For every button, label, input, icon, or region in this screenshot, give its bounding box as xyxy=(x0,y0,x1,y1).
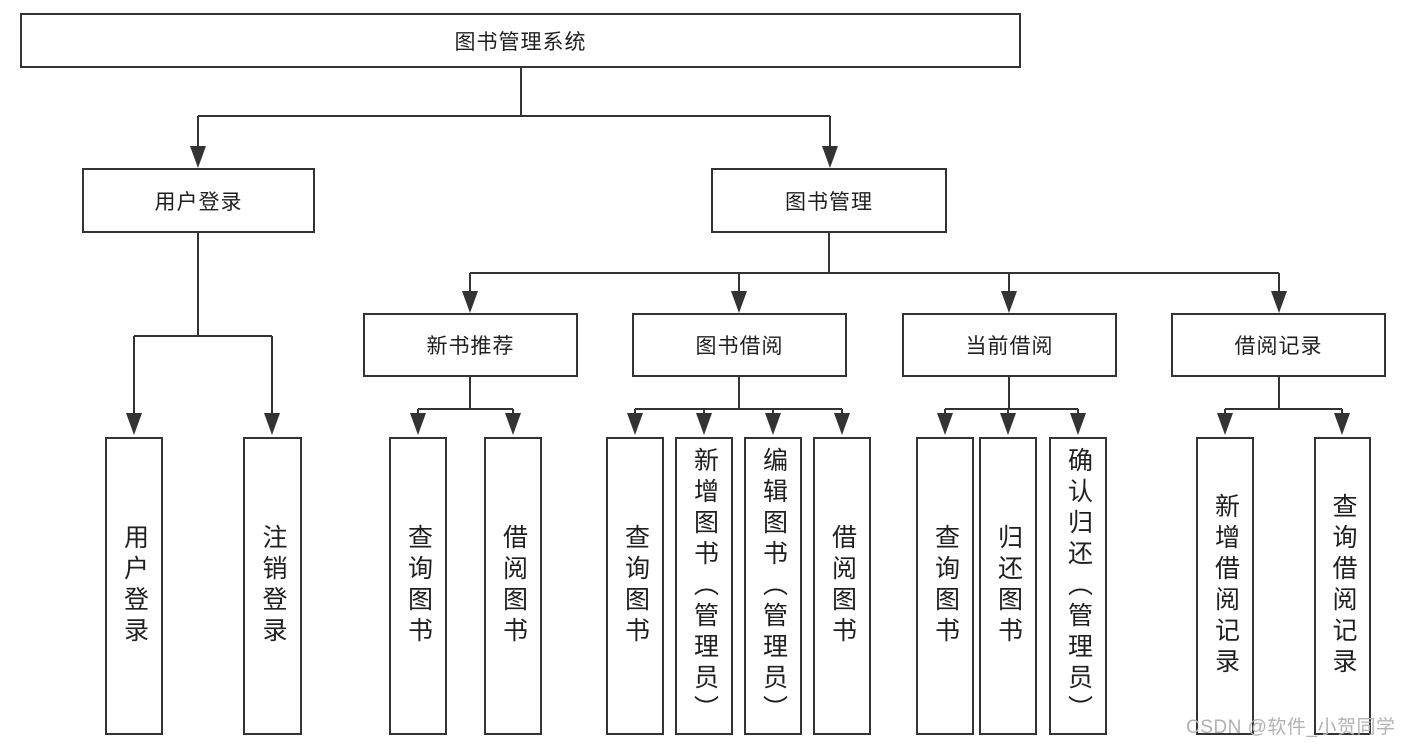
leaf-borrow-books: 借阅图书 xyxy=(813,437,871,735)
connector-records-to-leaves xyxy=(1217,377,1350,435)
connector-borrow-to-leaves xyxy=(627,377,850,435)
node-label: 查询图书 xyxy=(404,524,433,648)
arrowhead-icon xyxy=(1000,413,1016,435)
leaf-logout: 注销登录 xyxy=(243,437,302,735)
leaf-query-borrow-record: 查询借阅记录 xyxy=(1314,437,1371,735)
node-label: 图书管理 xyxy=(785,190,873,214)
arrowhead-icon xyxy=(696,413,712,435)
node-label: 查询图书 xyxy=(621,524,650,648)
leaf-query-books-recommend: 查询图书 xyxy=(389,437,447,735)
node-book-management: 图书管理 xyxy=(711,168,947,233)
node-label: 图书借阅 xyxy=(695,335,784,358)
arrowhead-icon xyxy=(410,413,426,435)
arrowhead-icon xyxy=(937,413,953,435)
node-current-borrow: 当前借阅 xyxy=(902,313,1117,377)
connector-recommend-to-leaves xyxy=(410,377,521,435)
node-label: 确认归还（管理员） xyxy=(1064,446,1093,726)
arrowhead-icon xyxy=(1217,413,1233,435)
node-label: 查询图书 xyxy=(931,524,960,648)
node-user-login: 用户登录 xyxy=(82,168,315,233)
arrowhead-icon xyxy=(264,413,280,435)
leaf-query-books-current: 查询图书 xyxy=(916,437,974,735)
leaf-query-books-borrow: 查询图书 xyxy=(606,437,664,735)
leaf-return-book: 归还图书 xyxy=(979,437,1037,735)
leaf-borrow-books-recommend: 借阅图书 xyxy=(484,437,542,735)
node-label: 借阅图书 xyxy=(499,524,528,648)
node-label: 当前借阅 xyxy=(965,335,1054,358)
node-label: 新增图书（管理员） xyxy=(690,446,719,726)
node-new-book-recommend: 新书推荐 xyxy=(363,313,578,377)
leaf-add-borrow-record: 新增借阅记录 xyxy=(1196,437,1254,735)
connector-current-to-leaves xyxy=(937,377,1086,435)
connector-root-to-level2 xyxy=(190,68,838,168)
arrowhead-icon xyxy=(190,146,206,168)
arrowhead-icon xyxy=(1271,291,1287,313)
node-root-system: 图书管理系统 xyxy=(20,13,1021,68)
watermark: CSDN @软件_小贺同学 xyxy=(1186,717,1396,738)
node-label: 查询借阅记录 xyxy=(1329,493,1357,679)
arrowhead-icon xyxy=(1070,413,1086,435)
arrowhead-icon xyxy=(627,413,643,435)
arrowhead-icon xyxy=(126,413,142,435)
leaf-add-book-admin: 新增图书（管理员） xyxy=(675,437,733,735)
arrowhead-icon xyxy=(731,291,747,313)
arrowhead-icon xyxy=(505,413,521,435)
node-label: 新书推荐 xyxy=(426,335,515,358)
arrowhead-icon xyxy=(765,413,781,435)
arrowhead-icon xyxy=(834,413,850,435)
node-label: 用户登录 xyxy=(154,190,243,214)
node-book-borrow: 图书借阅 xyxy=(632,313,847,377)
node-label: 编辑图书（管理员） xyxy=(759,446,788,726)
node-label: 借阅图书 xyxy=(828,524,857,648)
leaf-user-login: 用户登录 xyxy=(105,437,163,735)
leaf-confirm-return-admin: 确认归还（管理员） xyxy=(1049,437,1107,735)
node-label: 借阅记录 xyxy=(1234,335,1323,358)
node-label: 归还图书 xyxy=(994,524,1023,648)
node-label: 注销登录 xyxy=(259,524,287,648)
arrowhead-icon xyxy=(462,291,478,313)
connector-mgmt-to-level3 xyxy=(462,233,1287,313)
node-label: 用户登录 xyxy=(120,524,149,648)
leaf-edit-book-admin: 编辑图书（管理员） xyxy=(744,437,802,735)
node-label: 新增借阅记录 xyxy=(1211,493,1240,679)
node-borrow-records: 借阅记录 xyxy=(1171,313,1386,377)
node-label: 图书管理系统 xyxy=(454,30,587,54)
connector-login-to-leaves xyxy=(126,233,280,435)
arrowhead-icon xyxy=(1334,413,1350,435)
arrowhead-icon xyxy=(1001,291,1017,313)
arrowhead-icon xyxy=(822,146,838,168)
